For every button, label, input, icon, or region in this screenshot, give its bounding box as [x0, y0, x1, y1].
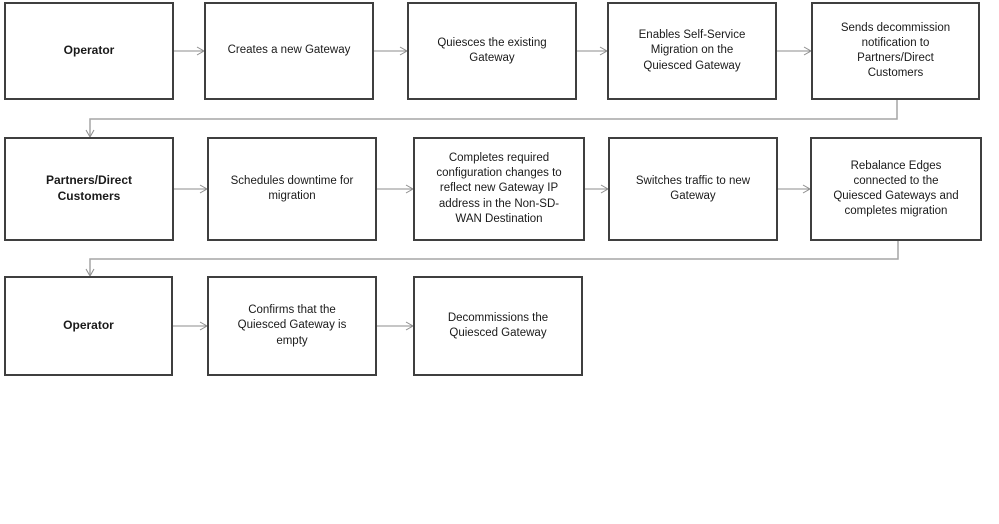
flow-arrow-icon — [174, 184, 209, 194]
flow-box-row3-step1: Operator — [4, 276, 173, 376]
flow-arrow-icon — [173, 321, 209, 331]
flow-box-row1-step3: Quiesces the existing Gateway — [407, 2, 577, 100]
flow-box-row3-step2: Confirms that the Quiesced Gateway is em… — [207, 276, 377, 376]
flow-arrow-icon — [174, 46, 206, 56]
flow-arrow-icon — [377, 184, 415, 194]
elbow-connector — [85, 241, 899, 278]
flow-box-row2-step4: Switches traffic to new Gateway — [608, 137, 778, 241]
flow-box-row1-step2: Creates a new Gateway — [204, 2, 374, 100]
flow-arrow-icon — [374, 46, 409, 56]
elbow-connector — [85, 100, 898, 139]
flow-arrow-icon — [577, 46, 609, 56]
flow-box-row2-step2: Schedules downtime for migration — [207, 137, 377, 241]
flow-box-row1-step5: Sends decommission notification to Partn… — [811, 2, 980, 100]
flow-arrow-icon — [777, 46, 813, 56]
flow-box-row1-step4: Enables Self-Service Migration on the Qu… — [607, 2, 777, 100]
flow-box-row1-step1: Operator — [4, 2, 174, 100]
flow-box-row2-step3: Completes required configuration changes… — [413, 137, 585, 241]
flow-box-row2-step5: Rebalance Edges connected to the Quiesce… — [810, 137, 982, 241]
flow-arrow-icon — [585, 184, 610, 194]
flow-arrow-icon — [778, 184, 812, 194]
flow-box-row3-step3: Decommissions the Quiesced Gateway — [413, 276, 583, 376]
flow-arrow-icon — [377, 321, 415, 331]
flow-box-row2-step1: Partners/Direct Customers — [4, 137, 174, 241]
